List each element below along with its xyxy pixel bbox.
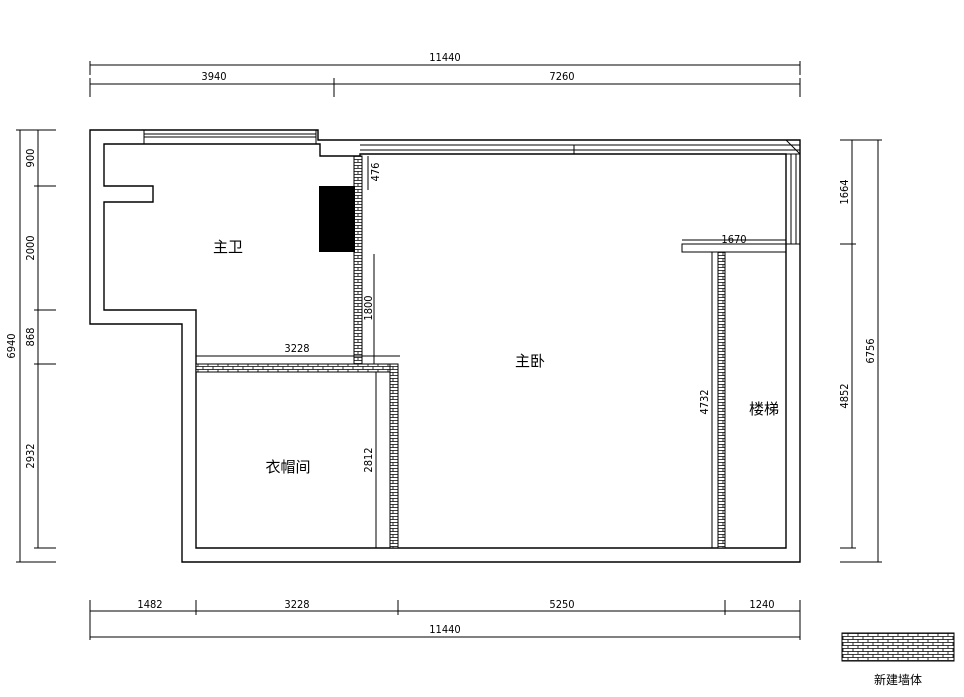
inner-dimension-1800: 1800 (362, 295, 375, 320)
bottom-dimension-lines (89, 600, 801, 640)
room-label-master-bedroom: 主卧 (515, 352, 545, 370)
right-total-dimension: 6756 (864, 338, 877, 363)
top-total-dimension: 11440 (429, 51, 460, 64)
bottom-dimension-2: 3228 (284, 598, 309, 611)
bottom-dimension-1: 1482 (137, 598, 162, 611)
legend-new-wall-swatch (841, 632, 955, 662)
top-left-dimension: 3940 (201, 70, 226, 83)
left-dimension-1: 900 (24, 149, 37, 168)
inner-dimension-2812: 2812 (362, 447, 375, 472)
bottom-dimension-4: 1240 (749, 598, 774, 611)
left-total-dimension: 6940 (5, 333, 18, 358)
right-dimension-lines (840, 139, 882, 563)
room-label-master-bath: 主卫 (213, 238, 243, 256)
left-dimension-2: 2000 (24, 235, 37, 260)
room-label-stairs: 楼梯 (749, 400, 779, 418)
left-dimension-3: 868 (24, 328, 37, 347)
top-right-dimension: 7260 (549, 70, 574, 83)
top-dimension-lines (89, 61, 801, 97)
bottom-total-dimension: 11440 (429, 623, 460, 636)
inner-dimension-476: 476 (369, 163, 382, 182)
bottom-dimension-3: 5250 (549, 598, 574, 611)
inner-dimension-3228: 3228 (284, 342, 309, 355)
inner-dimension-1670: 1670 (721, 233, 746, 246)
left-dimension-lines (16, 129, 56, 563)
inner-dimension-4732: 4732 (698, 389, 711, 414)
new-interior-walls (195, 155, 787, 549)
right-dimension-1: 1664 (838, 179, 851, 204)
room-label-cloakroom: 衣帽间 (265, 458, 310, 476)
legend-new-wall-label: 新建墙体 (874, 672, 922, 687)
shaft-block (319, 186, 355, 252)
interior-dimension-lines (196, 156, 786, 548)
right-dimension-2: 4852 (838, 383, 851, 408)
left-dimension-4: 2932 (24, 443, 37, 468)
outer-walls (89, 129, 801, 563)
